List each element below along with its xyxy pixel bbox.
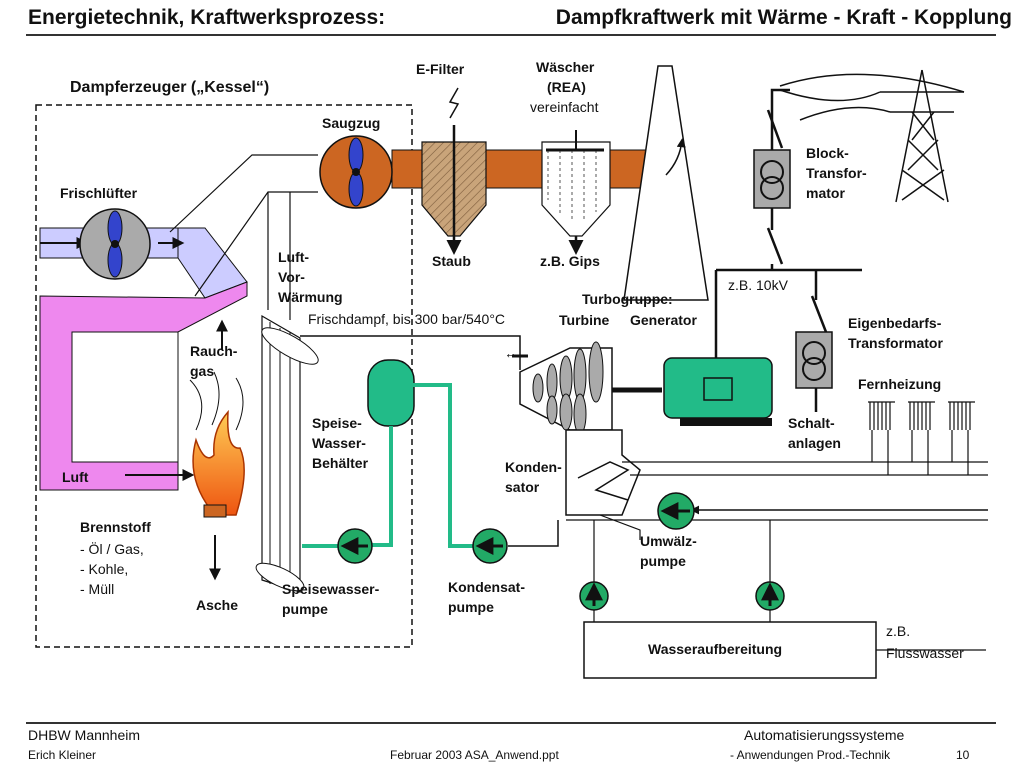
kondensator-label-2: sator xyxy=(505,479,540,495)
chimney xyxy=(623,65,709,301)
schalt-label-2: anlagen xyxy=(788,435,841,451)
condensate-pipe-2 xyxy=(508,520,559,547)
efilter-label: E-Filter xyxy=(416,61,465,77)
generator xyxy=(663,357,773,426)
speise-label-2: Wasser- xyxy=(312,435,366,451)
schalt-label-1: Schalt- xyxy=(788,415,835,431)
e-filter xyxy=(421,87,487,255)
water-pump-right-icon xyxy=(755,581,785,611)
boiler-title: Dampferzeuger („Kessel“) xyxy=(70,79,269,96)
block-transformer-icon xyxy=(753,149,791,209)
transmission-tower-icon xyxy=(779,69,965,203)
water-pump-left-icon xyxy=(579,581,609,611)
footer-subtitle: - Anwendungen Prod.-Technik xyxy=(730,748,891,762)
luftvor-label-3: Wärmung xyxy=(278,289,343,305)
asche-label: Asche xyxy=(196,597,238,613)
speisewasserpumpe-label-2: pumpe xyxy=(282,601,328,617)
footer-author: Erich Kleiner xyxy=(28,748,97,762)
steam-turbine xyxy=(519,341,662,435)
footer-institution: DHBW Mannheim xyxy=(28,727,141,743)
flusswasser-label-2: Flusswasser xyxy=(886,645,964,661)
condensate-pump-icon xyxy=(472,528,508,564)
speisewasserpumpe-label-1: Speisewasser- xyxy=(282,581,380,597)
speise-label-1: Speise- xyxy=(312,415,362,431)
waescher-label: Wäscher xyxy=(536,59,595,75)
generator-label: Generator xyxy=(630,312,697,328)
fresh-air-fan-icon xyxy=(79,208,151,280)
kondensatpumpe-label-2: pumpe xyxy=(448,599,494,615)
air-duct xyxy=(39,227,248,299)
gips-label: z.B. Gips xyxy=(540,253,600,269)
rauchgas-label-1: Rauch- xyxy=(190,343,238,359)
feedwater-pump-icon xyxy=(337,528,373,564)
eigenbedarf-label-2: Transformator xyxy=(848,335,943,351)
fuel-coal-label: - Kohle, xyxy=(80,561,128,577)
brennstoff-label: Brennstoff xyxy=(80,519,151,535)
fuel-oil-gas-label: - Öl / Gas, xyxy=(80,540,144,557)
valve-symbol: ↔ xyxy=(504,345,518,361)
rauchgas-label-2: gas xyxy=(190,363,214,379)
house-transformer-icon xyxy=(795,331,833,389)
header-rule xyxy=(26,34,996,36)
hot-air-inner xyxy=(71,331,179,463)
boiler-outline xyxy=(35,104,413,648)
eigenbedarf-label-1: Eigenbedarfs- xyxy=(848,315,942,331)
induced-draft-fan-icon xyxy=(319,135,393,209)
fresh-steam-line xyxy=(300,335,521,370)
flue-duct-outline xyxy=(169,154,318,233)
fuel-waste-label: - Müll xyxy=(80,581,114,597)
footer-course: Automatisierungssysteme xyxy=(744,727,905,743)
feedwater-tank xyxy=(302,359,415,548)
flusswasser-label-1: z.B. xyxy=(886,623,910,639)
footer-rule xyxy=(26,722,996,724)
kondensatpumpe-label-1: Kondensat- xyxy=(448,579,525,595)
umwaelzpumpe-label-1: Umwälz- xyxy=(640,533,697,549)
luftvor-label-2: Vor- xyxy=(278,269,305,285)
block-transformer-label-2: Transfor- xyxy=(806,165,867,181)
footer-page-number: 10 xyxy=(956,748,970,762)
luftvor-label-1: Luft- xyxy=(278,249,309,265)
umwaelzpumpe-label-2: pumpe xyxy=(640,553,686,569)
frischluefter-label: Frischlüfter xyxy=(60,185,138,201)
luft-label: Luft xyxy=(62,469,89,485)
footer-date-file: Februar 2003 ASA_Anwend.ppt xyxy=(390,748,559,762)
circulation-pump-icon xyxy=(657,492,695,530)
district-heating-radiators xyxy=(868,401,975,475)
voltage-label: z.B. 10kV xyxy=(728,277,789,293)
block-transformer-label-1: Block- xyxy=(806,145,849,161)
turbogruppe-label: Turbogruppe: xyxy=(582,291,673,307)
condenser xyxy=(565,429,988,540)
frischdampf-label: Frischdampf, bis 300 bar/540°C xyxy=(308,311,505,327)
rea-label: (REA) xyxy=(547,79,586,95)
page-title-right: Dampfkraftwerk mit Wärme - Kraft - Koppl… xyxy=(555,6,1012,29)
kondensator-label-1: Konden- xyxy=(505,459,562,475)
staub-label: Staub xyxy=(432,253,471,269)
flame-icon xyxy=(189,371,245,518)
electrical-lines xyxy=(714,88,862,412)
scrubber xyxy=(541,130,611,255)
turbine-label: Turbine xyxy=(559,312,610,328)
air-preheater xyxy=(255,314,319,593)
condensate-pipe xyxy=(412,383,474,548)
speise-label-3: Behälter xyxy=(312,455,369,471)
vereinfacht-label: vereinfacht xyxy=(530,99,599,115)
block-transformer-label-3: mator xyxy=(806,185,845,201)
saugzug-label: Saugzug xyxy=(322,115,380,131)
page-title-left: Energietechnik, Kraftwerksprozess: xyxy=(28,6,386,29)
fernheizung-label: Fernheizung xyxy=(858,376,941,392)
lightning-icon xyxy=(448,87,460,119)
wasseraufbereitung-label: Wasseraufbereitung xyxy=(648,641,782,657)
